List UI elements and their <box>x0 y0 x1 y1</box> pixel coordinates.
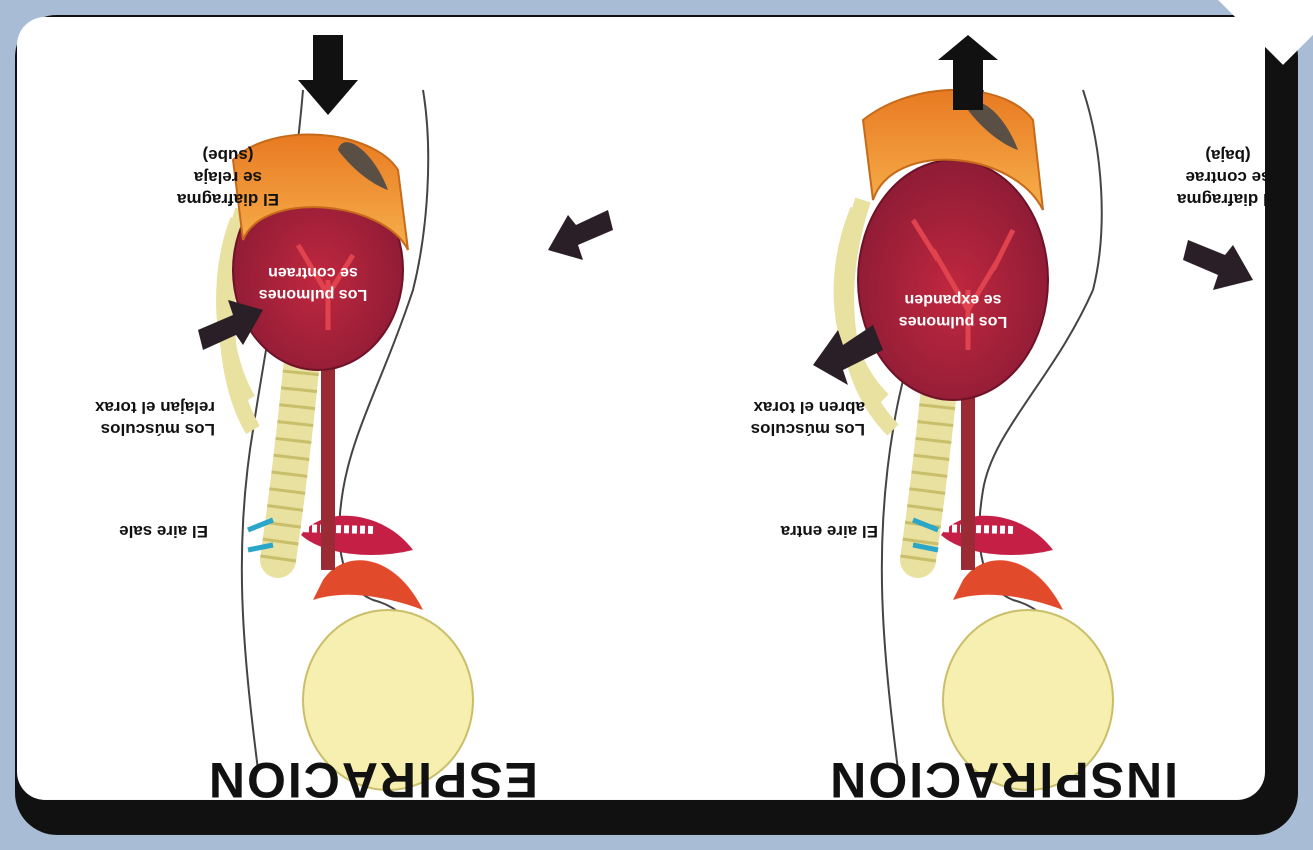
diaphragm-up-arrow <box>298 35 358 115</box>
inspiration-diaphragm-label-1: El diafragma <box>1173 188 1283 210</box>
inspiration-lungs-label-1: Los pulmones <box>893 311 1013 332</box>
expiration-air-label: El aire sale <box>119 520 208 542</box>
back-relax-arrow <box>548 210 613 260</box>
inspiration-air-label: El aire entra <box>781 520 878 542</box>
inspiration-title: INSPIRACIÓN <box>828 755 1178 805</box>
inspiration-muscles-label-1: Los músculos <box>751 418 865 440</box>
expiration-lungs-label-2: se contraen <box>253 262 373 283</box>
expiration-diaphragm-label-1: El diafragma <box>173 188 283 210</box>
expiration-muscles-label-1: Los músculos <box>101 418 215 440</box>
tongue <box>941 516 1053 555</box>
expiration-lungs-label-1: Los pulmones <box>253 284 373 305</box>
inspiration-diaphragm-label-2: se contrae <box>1173 166 1283 188</box>
expiration-title: ESPIRACIÓN <box>207 755 538 805</box>
inspiration-diaphragm-label-3: (baja) <box>1173 144 1283 166</box>
tongue <box>301 516 413 555</box>
inspiration-muscles-label-2: abren el torax <box>754 396 866 418</box>
inspiration-lungs-label-2: se expanden <box>893 289 1013 310</box>
expiration-muscles-label-2: relajan el torax <box>95 396 215 418</box>
expiration-diaphragm-label-2: se relaja <box>173 166 283 188</box>
expiration-diaphragm-label-3: (sube) <box>173 144 283 166</box>
back-expand-arrow <box>1183 240 1253 290</box>
